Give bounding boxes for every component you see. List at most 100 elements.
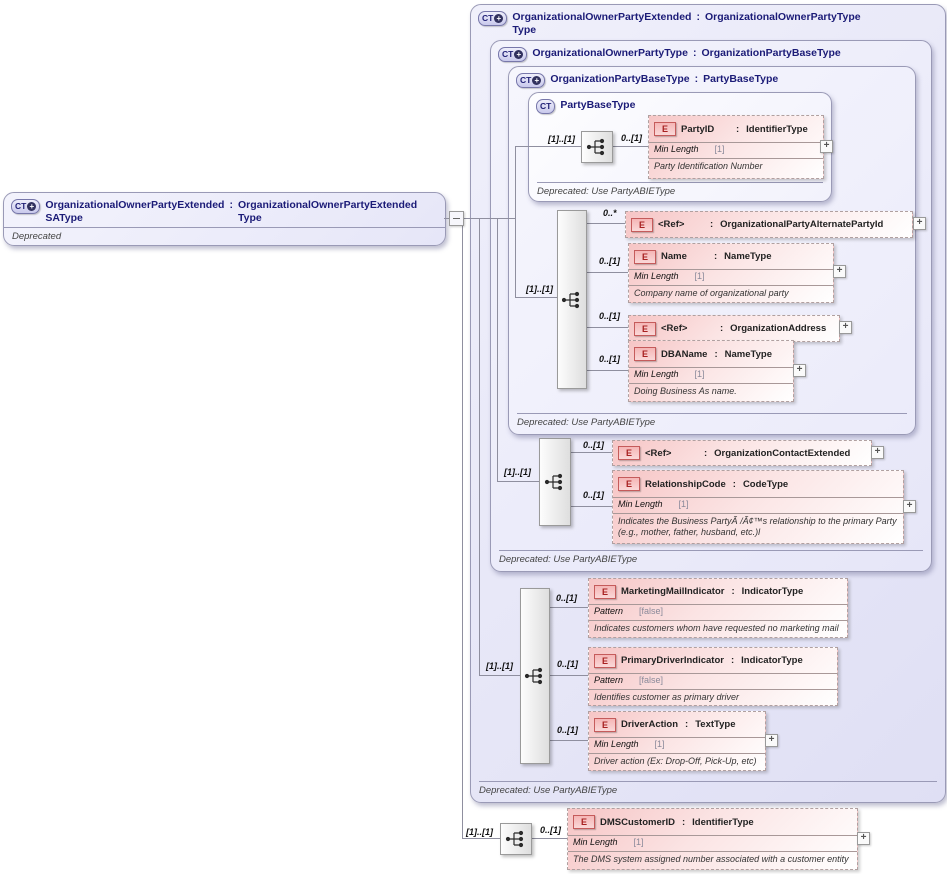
facet-row: Min Length [1] xyxy=(649,142,823,158)
expand-icon[interactable]: + xyxy=(765,734,778,747)
element-box-dba-name[interactable]: E DBAName : NameType Min Length [1] Doin… xyxy=(628,340,794,402)
occurrence-label: 0..[1] xyxy=(599,354,621,364)
deprecated-note: Deprecated: Use PartyABIEType xyxy=(537,182,823,197)
connector-line xyxy=(548,607,588,608)
connector-line xyxy=(585,327,628,328)
expand-icon[interactable]: + xyxy=(871,446,884,459)
type-name: OrganizationalOwnerPartyExtended SAType xyxy=(45,199,225,224)
occurrence-label: 0..[1] xyxy=(599,256,621,266)
element-annotation: Indicates customers whom have requested … xyxy=(589,620,847,634)
connector-line xyxy=(515,146,516,298)
occurrence-label: [1]..[1] xyxy=(466,827,493,837)
element-type: OrganizationalPartyAlternatePartyId xyxy=(720,219,884,230)
facet-row: Min Length [1] xyxy=(629,367,793,383)
element-annotation: Driver action (Ex: Drop-Off, Pick-Up, et… xyxy=(589,753,765,767)
element-box-dms-customer-id[interactable]: E DMSCustomerID : IdentifierType Min Len… xyxy=(567,808,858,870)
element-type: CodeType xyxy=(742,478,789,490)
connector-line xyxy=(515,146,581,147)
element-box-party-id[interactable]: E PartyID : IdentifierType Min Length [1… xyxy=(648,115,824,179)
element-name: DMSCustomerID xyxy=(600,816,675,828)
complex-type-title: CT+ OrganizationalOwnerPartyExtended SAT… xyxy=(11,199,417,225)
element-icon: E xyxy=(631,217,653,232)
sequence-icon[interactable] xyxy=(520,588,550,764)
type-name: PartyBaseType xyxy=(560,99,636,111)
element-type: NameType xyxy=(724,251,772,262)
complex-type-box-sa-root[interactable]: CT+ OrganizationalOwnerPartyExtended SAT… xyxy=(3,192,446,246)
expand-icon[interactable]: + xyxy=(839,321,852,334)
element-box-primary-driver-indicator[interactable]: E PrimaryDriverIndicator : IndicatorType… xyxy=(588,647,838,706)
occurrence-label: 0..[1] xyxy=(540,825,562,835)
deprecated-note: Deprecated: Use PartyABIEType xyxy=(499,550,923,565)
type-name: OrganizationalOwnerPartyType xyxy=(532,47,688,59)
complex-type-icon: CT+ xyxy=(516,73,546,88)
occurrence-label: 0..[1] xyxy=(583,490,605,500)
element-box-organization-contact[interactable]: E <Ref> : OrganizationContactExtended xyxy=(612,440,872,466)
element-header: E <Ref> : OrganizationContactExtended xyxy=(613,441,871,465)
connector-line xyxy=(479,675,520,676)
connector-line xyxy=(497,218,498,482)
expand-icon[interactable]: + xyxy=(857,832,870,845)
element-box-organization-address[interactable]: E <Ref> : OrganizationAddress xyxy=(628,315,840,342)
expand-icon[interactable]: + xyxy=(820,140,833,153)
type-separator: : xyxy=(229,199,233,211)
element-box-marketing-mail-indicator[interactable]: E MarketingMailIndicator : IndicatorType… xyxy=(588,578,848,638)
sequence-icon[interactable] xyxy=(500,823,532,855)
element-icon: E xyxy=(654,122,676,136)
element-type: IndicatorType xyxy=(741,586,804,597)
element-annotation: Doing Business As name. xyxy=(629,383,793,397)
expand-icon[interactable]: + xyxy=(793,364,806,377)
facet-row: Min Length [1] xyxy=(613,497,903,513)
element-box-alternate-party-id[interactable]: E <Ref> : OrganizationalPartyAlternatePa… xyxy=(625,211,913,238)
element-annotation: Identifies customer as primary driver xyxy=(589,689,837,703)
facet-row: Pattern [false] xyxy=(589,604,847,620)
occurrence-label: [1]..[1] xyxy=(526,284,553,294)
extension-badge-icon: + xyxy=(514,50,524,59)
expand-icon[interactable]: + xyxy=(833,265,846,278)
connector-line xyxy=(585,272,628,273)
connector-line xyxy=(611,146,648,147)
element-icon: E xyxy=(618,446,640,460)
element-box-name[interactable]: E Name : NameType Min Length [1] Company… xyxy=(628,243,834,303)
sequence-icon[interactable] xyxy=(557,210,587,389)
occurrence-label: 0..[1] xyxy=(557,725,579,735)
element-box-driver-action[interactable]: E DriverAction : TextType Min Length [1]… xyxy=(588,711,766,771)
sequence-icon[interactable] xyxy=(539,438,571,526)
connector-line xyxy=(569,506,612,507)
element-type: TextType xyxy=(695,719,736,730)
type-name: OrganizationPartyBaseType xyxy=(550,73,690,85)
facet-row: Min Length [1] xyxy=(568,835,857,851)
expand-icon[interactable]: + xyxy=(903,500,916,513)
deprecated-note: Deprecated: Use PartyABIEType xyxy=(517,413,907,428)
element-name: <Ref> xyxy=(658,219,685,230)
element-name: PartyID xyxy=(681,123,715,135)
element-icon: E xyxy=(634,249,656,264)
element-icon: E xyxy=(594,584,616,599)
complex-type-title: CT+ OrganizationPartyBaseType : PartyBas… xyxy=(516,73,778,88)
occurrence-label: 0..[1] xyxy=(621,133,643,143)
deprecated-note: Deprecated xyxy=(4,227,445,242)
occurrence-label: 0..[1] xyxy=(599,311,621,321)
element-header: E Name : NameType xyxy=(629,244,833,269)
element-name: Name xyxy=(661,251,687,262)
sequence-icon[interactable] xyxy=(581,131,613,163)
element-header: E DBAName : NameType xyxy=(629,341,793,367)
collapse-handle-icon[interactable] xyxy=(449,211,464,226)
element-name: PrimaryDriverIndicator xyxy=(621,655,724,666)
deprecated-note: Deprecated: Use PartyABIEType xyxy=(479,781,937,796)
connector-line xyxy=(548,740,588,741)
type-separator: : xyxy=(692,47,697,59)
element-header: E RelationshipCode : CodeType xyxy=(613,471,903,497)
element-box-relationship-code[interactable]: E RelationshipCode : CodeType Min Length… xyxy=(612,470,904,544)
occurrence-label: 0..* xyxy=(603,208,617,218)
element-header: E MarketingMailIndicator : IndicatorType xyxy=(589,579,847,604)
element-annotation: Company name of organizational party xyxy=(629,285,833,299)
connector-line xyxy=(462,218,463,839)
element-type: OrganizationAddress xyxy=(730,323,827,334)
base-type-name: OrganizationPartyBaseType xyxy=(701,47,841,59)
extension-badge-icon: + xyxy=(532,76,542,85)
complex-type-title: CT PartyBaseType xyxy=(536,99,635,114)
extension-badge-icon: + xyxy=(494,14,504,23)
base-type-name: OrganizationalOwnerPartyType xyxy=(704,11,861,23)
element-header: E <Ref> : OrganizationAddress xyxy=(629,316,839,341)
expand-icon[interactable]: + xyxy=(913,217,926,230)
